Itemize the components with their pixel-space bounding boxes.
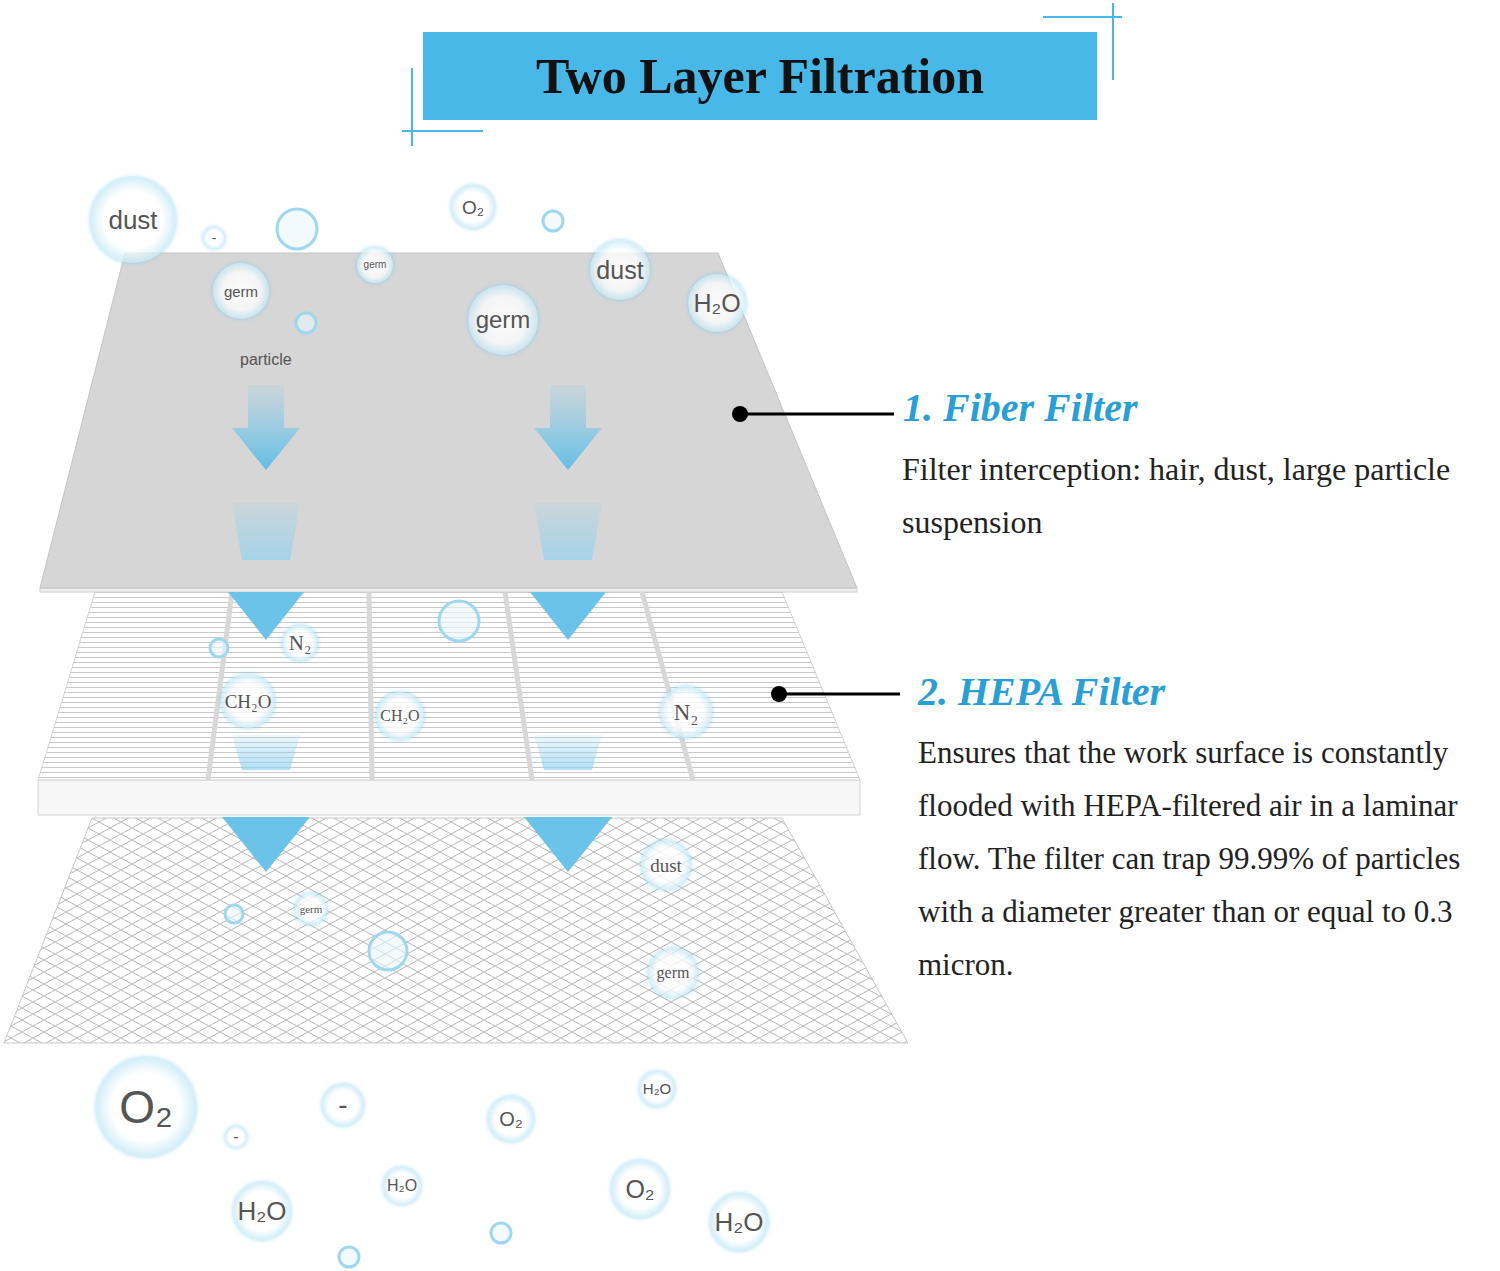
callout-text: Filter interception: hair, dust, large p… xyxy=(902,443,1462,549)
molecule-bubble: H₂O xyxy=(688,274,746,332)
molecule-bubble: H₂O xyxy=(639,1071,675,1107)
molecule-bubble: O₂ xyxy=(611,1160,669,1218)
molecule-bubble: dust xyxy=(590,240,650,300)
bubble-label: H₂O xyxy=(643,1081,671,1096)
bubble-label: germ xyxy=(657,965,690,981)
molecule-bubble: germ xyxy=(648,948,698,998)
bubble-label: dust xyxy=(650,856,682,875)
molecule-bubble: H₂O xyxy=(383,1167,421,1205)
molecule-bubble: - xyxy=(203,227,225,249)
molecule-bubble: O₂ xyxy=(451,185,495,229)
bubble-label: - xyxy=(233,1129,238,1145)
bubble-label: H₂O xyxy=(714,1209,763,1235)
molecule-bubble: H₂O xyxy=(710,1193,768,1251)
fiber-filter xyxy=(40,253,857,592)
mesh-layer xyxy=(4,818,908,1043)
flow-arrows xyxy=(222,385,612,872)
bubble-label: - xyxy=(338,1091,347,1119)
bubble-label: O₂ xyxy=(119,1084,173,1130)
bubble-label: CH₂O xyxy=(225,692,272,711)
molecule-bubble: CH₂O xyxy=(376,692,423,739)
callout-heading: 1. Fiber Filter xyxy=(903,384,1423,431)
molecule-bubble: - xyxy=(225,1126,247,1148)
molecule-bubble: germ xyxy=(295,893,327,925)
bubble-label: H₂O xyxy=(693,291,740,316)
molecule-bubble: O₂ xyxy=(488,1096,534,1142)
bubble-label: germ xyxy=(300,904,323,915)
empty-bubbles xyxy=(210,209,563,1267)
bubble-label: H₂O xyxy=(237,1198,286,1224)
bubble-label: dust xyxy=(108,207,157,233)
bubble-label: CH₂O xyxy=(380,708,419,724)
hepa-filter xyxy=(38,592,860,815)
bubble-label: germ xyxy=(476,308,531,332)
bubble-label: N₂ xyxy=(289,633,312,654)
molecule-bubble: germ xyxy=(468,285,538,355)
molecule-bubble: dust xyxy=(641,840,691,890)
molecule-bubble: - xyxy=(322,1084,364,1126)
molecule-bubble: O₂ xyxy=(96,1057,196,1157)
molecule-bubble: N₂ xyxy=(660,686,712,738)
callout-text: Ensures that the work surface is constan… xyxy=(918,726,1496,991)
title-band: Two Layer Filtration xyxy=(423,32,1097,120)
title: Two Layer Filtration xyxy=(536,47,984,105)
bubble-label: O₂ xyxy=(462,198,484,217)
bubble-label: H₂O xyxy=(387,1178,417,1194)
molecule-bubble: germ xyxy=(213,263,269,319)
molecule-bubble: H₂O xyxy=(233,1182,291,1240)
molecule-bubble: dust xyxy=(90,177,176,263)
bubble-label: O₂ xyxy=(625,1177,654,1202)
molecule-bubble: N₂ xyxy=(282,625,318,661)
bubble-label: O₂ xyxy=(499,1109,522,1129)
bubble-label: N₂ xyxy=(674,701,699,724)
bubble-label: - xyxy=(212,231,217,245)
bubble-label: germ xyxy=(224,284,258,299)
flow-label: particle xyxy=(240,351,360,369)
bubble-label: germ xyxy=(364,260,387,270)
leader-lines xyxy=(732,406,900,702)
molecule-bubble: germ xyxy=(357,247,393,283)
callout-heading: 2. HEPA Filter xyxy=(918,668,1438,715)
title-decoration xyxy=(402,3,1122,146)
bubble-label: dust xyxy=(596,258,643,283)
